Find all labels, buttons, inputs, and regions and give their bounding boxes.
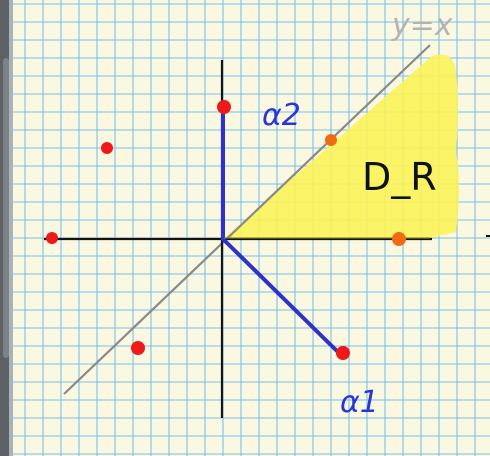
toolbar-edge <box>9 0 13 456</box>
dot-lower-left <box>131 341 145 355</box>
alpha1-label: α1 <box>340 385 379 420</box>
scroll-handle[interactable] <box>3 58 9 358</box>
dot-right-axis <box>392 232 406 246</box>
alpha2-label: α2 <box>262 98 301 133</box>
left-toolbar-strip <box>0 0 13 456</box>
region-d-r <box>223 54 459 239</box>
dot-diagonal <box>325 134 337 146</box>
dot-upper-left <box>101 142 113 154</box>
dot-left-axis <box>46 232 58 244</box>
diagonal-line-y-equals-x <box>63 44 431 395</box>
root-alpha1-line <box>221 237 344 358</box>
diagonal-label: y=x <box>391 8 453 43</box>
dot-alpha2 <box>217 100 231 114</box>
dot-alpha1 <box>336 346 350 360</box>
region-label: D_R <box>362 155 437 199</box>
